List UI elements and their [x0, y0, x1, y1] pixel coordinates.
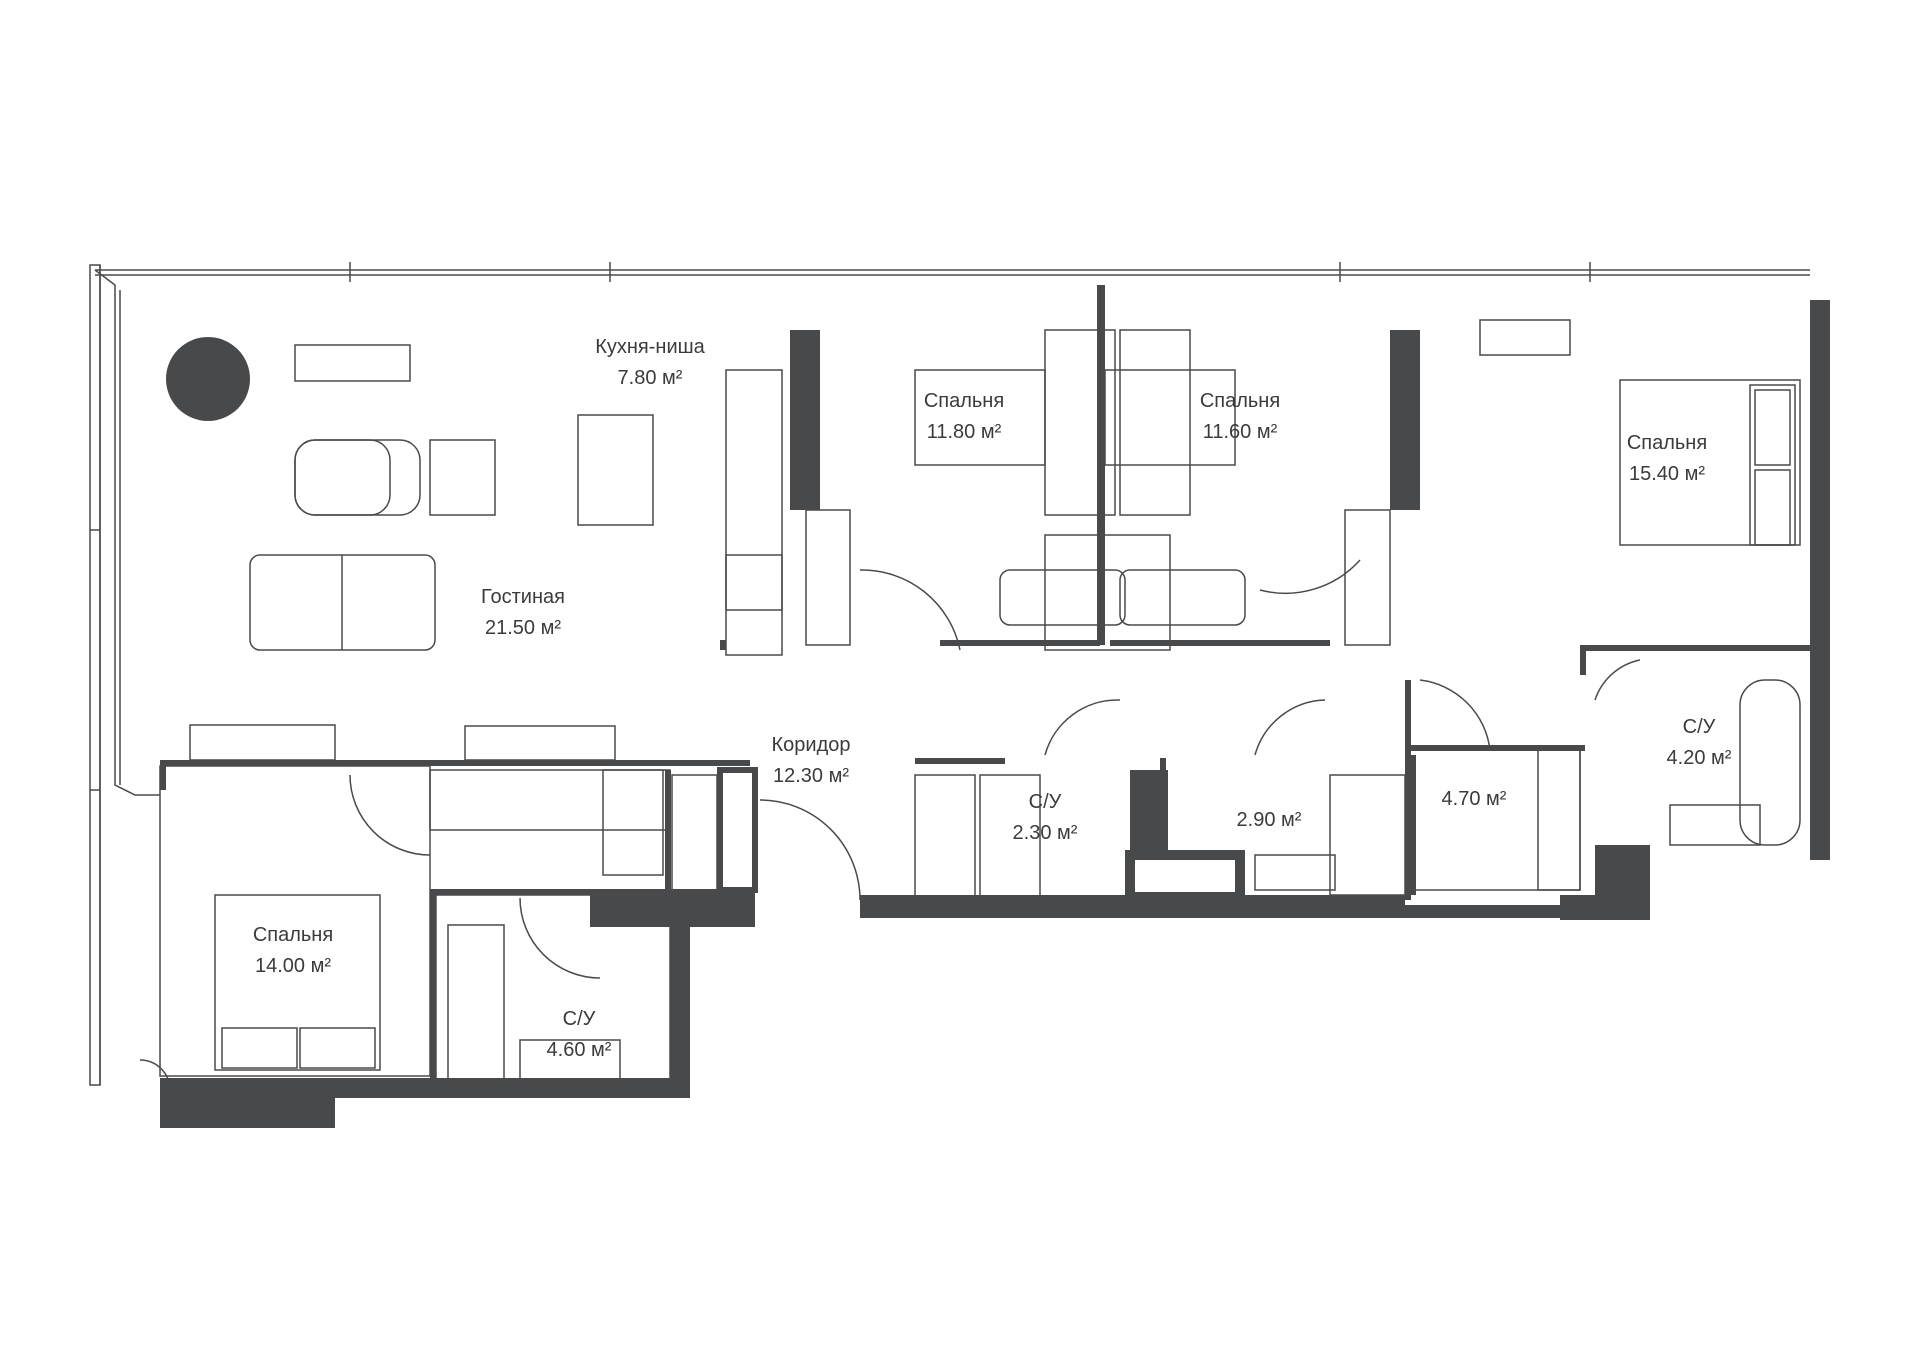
room-area: 14.00 м²	[254, 955, 331, 977]
room-area: 11.80 м²	[926, 421, 1002, 443]
room-area: 11.60 м²	[1202, 421, 1278, 443]
room-label-bath-3: С/У 4.60 м²	[547, 1004, 612, 1066]
room-label-bedroom-3: Спальня 15.40 м²	[1627, 428, 1707, 490]
room-area: 21.50 м²	[484, 617, 562, 639]
room-area: 15.40 м²	[1628, 463, 1705, 485]
room-label-corridor: Коридор 12.30 м²	[772, 730, 851, 792]
room-name: Коридор	[771, 734, 851, 756]
room-name: Спальня	[252, 924, 334, 946]
walls	[160, 285, 1830, 1128]
room-label-wc: 2.90 м²	[1237, 805, 1302, 836]
room-label-storage: 4.70 м²	[1442, 784, 1507, 815]
room-area: 7.80 м²	[617, 367, 683, 389]
plan-outlines	[89, 262, 1810, 1091]
room-name: Гостиная	[481, 586, 565, 608]
room-label-bath-2: С/У 4.20 м²	[1667, 712, 1732, 774]
room-label-bedroom-2: Спальня 11.60 м²	[1200, 386, 1280, 448]
room-name: С/У	[1028, 791, 1062, 813]
room-name: С/У	[1682, 716, 1716, 738]
room-area: 4.20 м²	[1666, 747, 1732, 769]
living-table	[166, 337, 250, 421]
room-label-bath-1: С/У 2.30 м²	[1013, 787, 1078, 849]
room-area: 12.30 м²	[772, 765, 850, 787]
room-name: С/У	[562, 1008, 596, 1030]
room-name: Спальня	[1199, 390, 1281, 412]
room-label-living: Гостиная 21.50 м²	[481, 582, 565, 644]
room-area: 2.90 м²	[1236, 809, 1302, 831]
room-name: Кухня-ниша	[595, 336, 705, 358]
room-name: Спальня	[923, 390, 1005, 412]
room-label-kitchen: Кухня-ниша 7.80 м²	[595, 332, 705, 394]
room-area: 4.70 м²	[1441, 788, 1507, 810]
room-name: Спальня	[1626, 432, 1708, 454]
room-label-bedroom-1: Спальня 11.80 м²	[924, 386, 1004, 448]
room-label-bedroom-4: Спальня 14.00 м²	[253, 920, 333, 982]
room-area: 4.60 м²	[546, 1039, 612, 1061]
room-area: 2.30 м²	[1012, 822, 1078, 844]
